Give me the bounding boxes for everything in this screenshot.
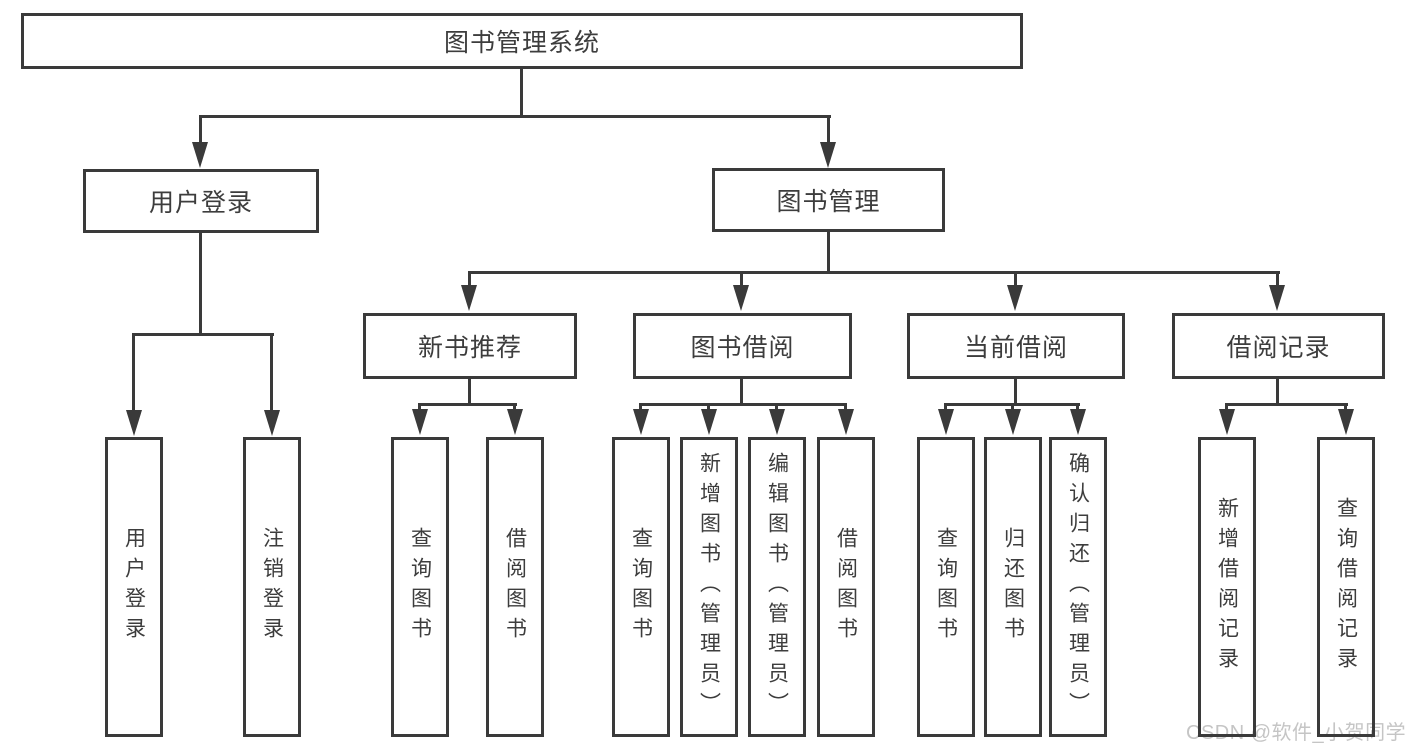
leaf-label: 查询图书 xyxy=(934,527,958,647)
leaf-return-book: 归还图书 xyxy=(984,437,1042,737)
connector-line xyxy=(468,271,471,288)
leaf-label: 新增图书（管理员） xyxy=(697,452,721,722)
leaf-borrow-book-borrowing: 借阅图书 xyxy=(817,437,875,737)
connector-line xyxy=(1276,271,1279,288)
arrow-down-icon xyxy=(701,409,717,435)
connector-line xyxy=(844,403,847,411)
arrow-down-icon xyxy=(769,409,785,435)
csdn-watermark: CSDN @软件_小贺同学 xyxy=(1186,722,1405,744)
leaf-label: 查询借阅记录 xyxy=(1334,497,1358,677)
arrow-down-icon xyxy=(264,410,280,436)
leaf-confirm-return-admin: 确认归还（管理员） xyxy=(1049,437,1107,737)
node-label: 借阅记录 xyxy=(1226,334,1331,362)
connector-line xyxy=(827,115,830,144)
connector-line xyxy=(740,379,743,406)
arrow-down-icon xyxy=(192,142,208,168)
leaf-label: 归还图书 xyxy=(1001,527,1025,647)
connector-line xyxy=(1011,403,1014,411)
leaf-query-book-borrowing: 查询图书 xyxy=(612,437,670,737)
arrow-down-icon xyxy=(412,409,428,435)
leaf-borrow-book-newrec: 借阅图书 xyxy=(486,437,544,737)
node-label: 当前借阅 xyxy=(963,334,1068,362)
connector-line xyxy=(270,333,273,410)
connector-line xyxy=(707,403,710,411)
connector-line xyxy=(775,403,778,411)
connector-line xyxy=(199,115,202,144)
connector-line xyxy=(418,403,517,406)
connector-line xyxy=(513,403,516,411)
leaf-logout: 注销登录 xyxy=(243,437,301,737)
leaf-query-book-newrec: 查询图书 xyxy=(391,437,449,737)
node-current-borrowing: 当前借阅 xyxy=(907,313,1125,379)
arrow-down-icon xyxy=(461,285,477,311)
arrow-down-icon xyxy=(733,285,749,311)
connector-line xyxy=(1225,403,1228,411)
node-book-management: 图书管理 xyxy=(712,168,945,232)
connector-line xyxy=(1225,403,1348,406)
arrow-down-icon xyxy=(1338,409,1354,435)
node-label: 新书推荐 xyxy=(417,334,522,362)
arrow-down-icon xyxy=(1269,285,1285,311)
connector-line xyxy=(1276,379,1279,406)
node-label: 图书借阅 xyxy=(690,334,795,362)
leaf-label: 借阅图书 xyxy=(834,527,858,647)
node-label: 图书管理系统 xyxy=(443,29,600,57)
arrow-down-icon xyxy=(126,410,142,436)
leaf-label: 确认归还（管理员） xyxy=(1066,452,1090,722)
connector-line xyxy=(468,271,1280,274)
node-new-book-recommendation: 新书推荐 xyxy=(363,313,577,379)
leaf-label: 查询图书 xyxy=(408,527,432,647)
leaf-edit-book-admin: 编辑图书（管理员） xyxy=(748,437,806,737)
arrow-down-icon xyxy=(507,409,523,435)
arrow-down-icon xyxy=(938,409,954,435)
connector-line xyxy=(639,403,642,411)
connector-line xyxy=(1076,403,1079,411)
arrow-down-icon xyxy=(1005,409,1021,435)
node-label: 图书管理 xyxy=(776,188,881,216)
arrow-down-icon xyxy=(1007,285,1023,311)
leaf-label: 查询图书 xyxy=(629,527,653,647)
connector-line xyxy=(639,403,847,406)
connector-line xyxy=(944,403,947,411)
node-user-login: 用户登录 xyxy=(83,169,319,233)
connector-line xyxy=(132,333,274,336)
arrow-down-icon xyxy=(838,409,854,435)
arrow-down-icon xyxy=(633,409,649,435)
connector-line xyxy=(740,271,743,288)
connector-line xyxy=(1014,379,1017,406)
node-label: 用户登录 xyxy=(148,189,253,217)
connector-line xyxy=(468,379,471,406)
leaf-add-borrow-record: 新增借阅记录 xyxy=(1198,437,1256,737)
connector-line xyxy=(199,233,202,336)
leaf-add-book-admin: 新增图书（管理员） xyxy=(680,437,738,737)
node-book-borrowing: 图书借阅 xyxy=(633,313,852,379)
leaf-label: 借阅图书 xyxy=(503,527,527,647)
leaf-label: 注销登录 xyxy=(260,527,284,647)
leaf-label: 新增借阅记录 xyxy=(1215,497,1239,677)
arrow-down-icon xyxy=(820,142,836,168)
connector-line xyxy=(520,68,523,118)
connector-line xyxy=(1344,403,1347,411)
arrow-down-icon xyxy=(1219,409,1235,435)
leaf-user-login: 用户登录 xyxy=(105,437,163,737)
node-borrowing-records: 借阅记录 xyxy=(1172,313,1385,379)
leaf-label: 编辑图书（管理员） xyxy=(765,452,789,722)
connector-line xyxy=(199,115,831,118)
connector-line xyxy=(132,333,135,410)
leaf-query-borrow-record: 查询借阅记录 xyxy=(1317,437,1375,737)
connector-line xyxy=(418,403,421,411)
connector-line xyxy=(827,232,830,274)
connector-line xyxy=(1014,271,1017,288)
leaf-query-book-current: 查询图书 xyxy=(917,437,975,737)
leaf-label: 用户登录 xyxy=(122,527,146,647)
arrow-down-icon xyxy=(1070,409,1086,435)
node-library-management-system: 图书管理系统 xyxy=(21,13,1023,69)
